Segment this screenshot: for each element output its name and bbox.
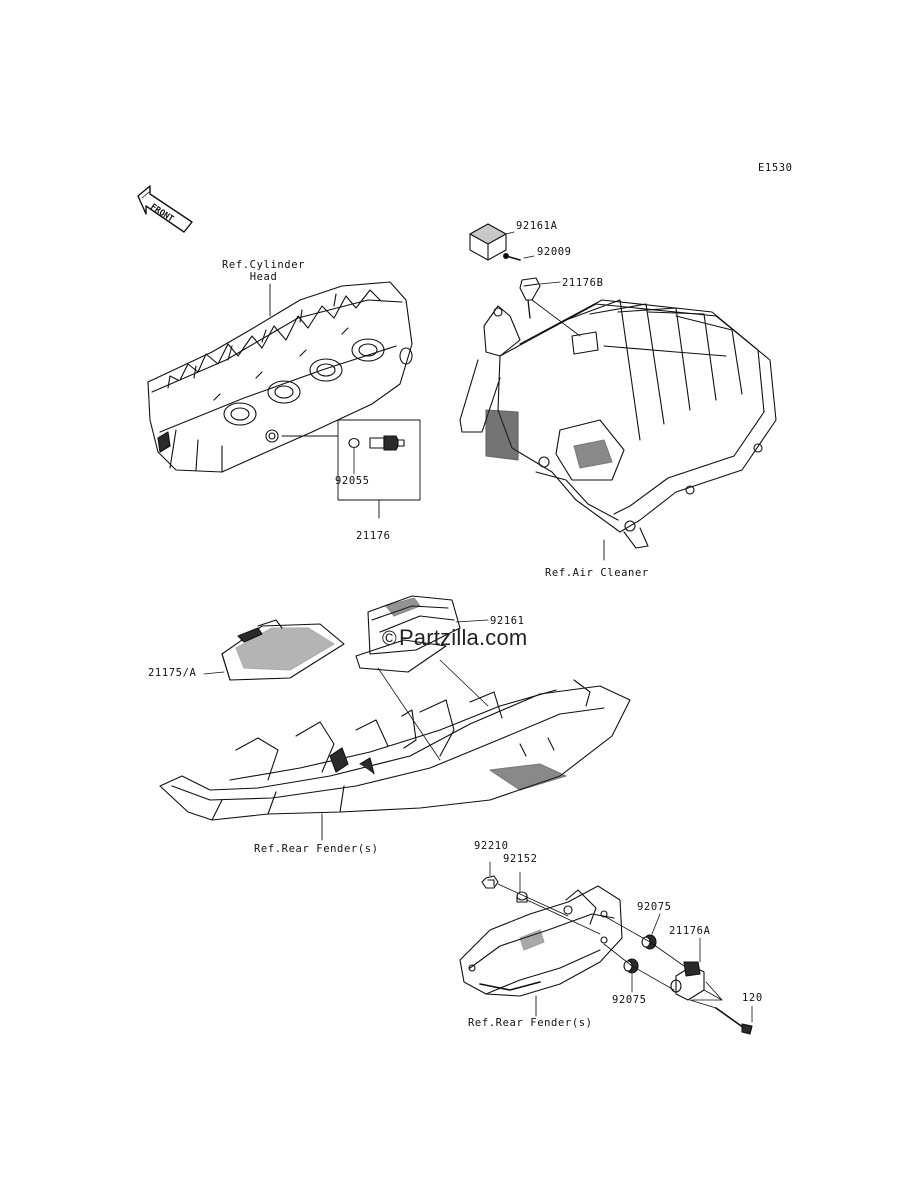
sensor-21176a-icon bbox=[670, 937, 723, 1001]
holder-92161-drawing bbox=[355, 595, 489, 761]
part-label-21176[interactable]: 21176 bbox=[356, 530, 391, 542]
ecu-21175a-drawing bbox=[203, 619, 345, 681]
watermark: ©Partzilla.com bbox=[382, 625, 527, 651]
cylinder-head-drawing bbox=[147, 281, 413, 473]
part-label-92161a[interactable]: 92161A bbox=[516, 220, 558, 232]
part-label-92075-top[interactable]: 92075 bbox=[637, 901, 672, 913]
ref-cylinder-head-line-2: Head bbox=[249, 271, 278, 283]
part-label-120[interactable]: 120 bbox=[742, 992, 763, 1004]
ref-air-cleaner-label: Ref.Air Cleaner bbox=[545, 567, 649, 579]
grommet-92075-bottom-icon bbox=[603, 943, 675, 993]
ref-cylinder-head-label: Ref.Cylinder Head bbox=[222, 259, 305, 283]
part-label-92210[interactable]: 92210 bbox=[474, 840, 509, 852]
part-label-92152[interactable]: 92152 bbox=[503, 853, 538, 865]
collar-92152-icon bbox=[516, 871, 601, 935]
front-arrow-icon: FRONT bbox=[137, 185, 193, 233]
front-arrow-text: FRONT bbox=[148, 202, 175, 224]
part-label-21176b[interactable]: 21176B bbox=[562, 277, 604, 289]
screw-92009-icon bbox=[503, 253, 535, 261]
part-label-21175a[interactable]: 21175/A bbox=[148, 667, 197, 679]
ref-rear-fender-label-2: Ref.Rear Fender(s) bbox=[468, 1017, 593, 1029]
part-label-92055[interactable]: 92055 bbox=[335, 475, 370, 487]
sensor-21176b-icon bbox=[519, 277, 581, 337]
o-ring-92055-icon bbox=[348, 437, 360, 449]
ref-rear-fender-label-1: Ref.Rear Fender(s) bbox=[254, 843, 379, 855]
air-cleaner-drawing bbox=[459, 299, 777, 561]
sensor-21176-icon bbox=[369, 435, 405, 451]
rear-fender-1-drawing bbox=[159, 679, 631, 841]
part-label-92075-bottom[interactable]: 92075 bbox=[612, 994, 647, 1006]
grommet-92075-top-icon bbox=[603, 913, 685, 967]
watermark-text: Partzilla.com bbox=[398, 625, 528, 650]
rear-fender-2-drawing bbox=[459, 885, 623, 1017]
part-label-92161[interactable]: 92161 bbox=[490, 615, 525, 627]
nut-92210-icon bbox=[481, 861, 569, 917]
watermark-symbol: © bbox=[382, 628, 397, 650]
bolt-120-icon bbox=[689, 999, 753, 1035]
part-label-21176a[interactable]: 21176A bbox=[669, 925, 711, 937]
diagram-code: E1530 bbox=[758, 162, 793, 174]
ref-cylinder-head-line-1: Ref.Cylinder bbox=[222, 259, 306, 271]
part-label-92009[interactable]: 92009 bbox=[537, 246, 572, 258]
cushion-92161a-icon bbox=[469, 223, 515, 261]
sensor-21176-group bbox=[281, 419, 421, 519]
